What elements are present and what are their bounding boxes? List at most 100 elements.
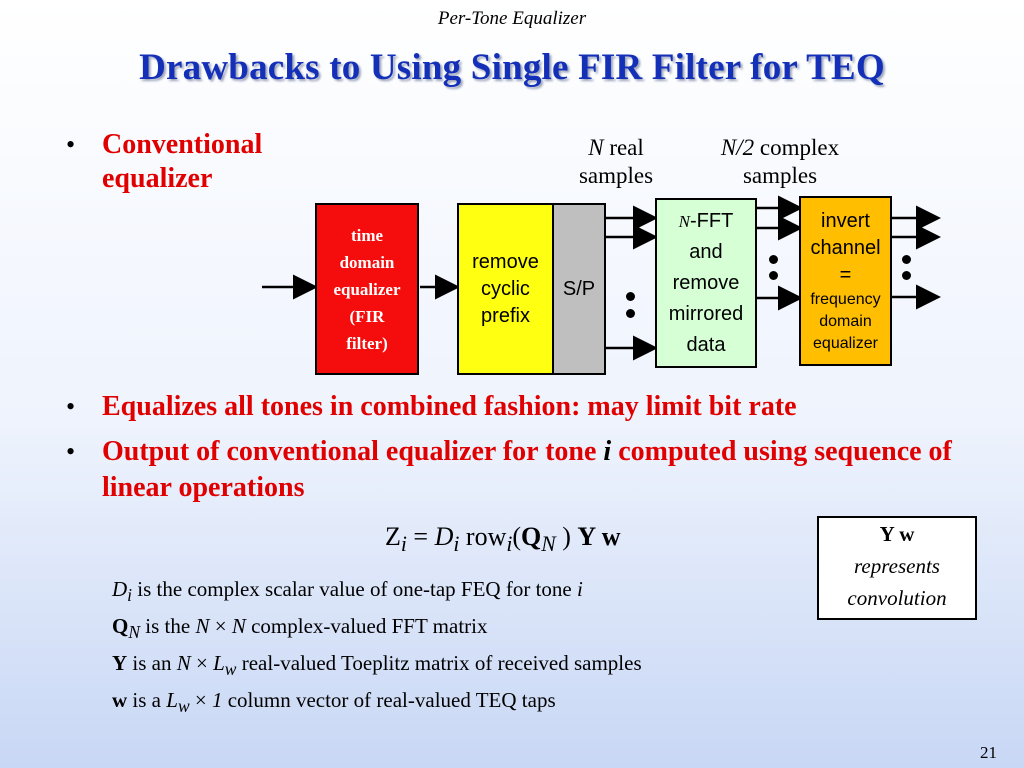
def-symbol: w bbox=[112, 688, 128, 712]
def-var: L bbox=[166, 688, 178, 712]
box-text: mirrored bbox=[668, 302, 744, 325]
eq-symbol: D bbox=[434, 522, 454, 551]
bullet-conventional-equalizer: • Conventional equalizer bbox=[66, 128, 262, 194]
ellipsis-dot bbox=[626, 309, 635, 318]
def-var: N bbox=[195, 614, 210, 638]
box-text: prefix bbox=[481, 304, 530, 327]
label-var: N bbox=[588, 135, 604, 160]
definition-y: Y is an N × Lw real-valued Toeplitz matr… bbox=[112, 651, 642, 680]
box-text: data bbox=[686, 333, 726, 356]
box-text: filter) bbox=[346, 333, 388, 353]
eq-op: ) bbox=[555, 522, 578, 551]
label-text: samples bbox=[578, 163, 654, 188]
box-text: channel bbox=[810, 236, 881, 259]
box-text: = bbox=[839, 263, 852, 286]
def-sub: N bbox=[128, 622, 141, 643]
ellipsis-dot bbox=[902, 271, 911, 280]
label-text: complex bbox=[754, 135, 840, 160]
box-text: -FFT bbox=[690, 209, 734, 232]
box-text: domain bbox=[339, 252, 395, 272]
label-text: samples bbox=[742, 163, 818, 188]
def-text: is the bbox=[140, 614, 196, 638]
def-op: × bbox=[190, 651, 214, 675]
convolution-note-box: Y w represents convolution bbox=[817, 516, 977, 620]
eq-symbol: Y w bbox=[577, 522, 621, 551]
box-text: remove bbox=[672, 271, 740, 294]
box-text: invert bbox=[821, 209, 870, 232]
label-var: N/2 bbox=[720, 135, 755, 160]
def-var: L bbox=[213, 651, 225, 675]
eq-sub: i bbox=[506, 532, 513, 557]
label-text: real bbox=[603, 135, 644, 160]
def-text: column vector of real-valued TEQ taps bbox=[222, 688, 556, 712]
bullet-text: Output of conventional equalizer for ton… bbox=[102, 434, 982, 506]
ellipsis-dot bbox=[769, 255, 778, 264]
slide-title: Drawbacks to Using Single FIR Filter for… bbox=[139, 47, 885, 88]
ellipsis-dot bbox=[769, 271, 778, 280]
bullet-output-conventional: • Output of conventional equalizer for t… bbox=[66, 434, 986, 503]
bullet-text-part: Output of conventional equalizer for ton… bbox=[102, 436, 604, 467]
def-sub: w bbox=[177, 696, 190, 717]
box-var: N bbox=[678, 211, 690, 231]
def-sub: i bbox=[127, 585, 133, 606]
def-text: is a bbox=[127, 688, 167, 712]
label-real-samples: N real samples bbox=[560, 134, 672, 190]
eq-text: row bbox=[459, 522, 507, 551]
definition-w: w is a Lw × 1 column vector of real-valu… bbox=[112, 688, 556, 717]
bullet-line: Conventional bbox=[102, 129, 263, 160]
def-var: 1 bbox=[211, 688, 223, 712]
eq-symbol: Z bbox=[385, 522, 401, 551]
bullet-var: i bbox=[603, 436, 612, 467]
frequency-domain-equalizer-box: invert channel = frequency domain equali… bbox=[799, 196, 892, 366]
box-text: equalizer bbox=[333, 279, 401, 299]
box-text: remove bbox=[472, 250, 539, 273]
definition-d: Di is the complex scalar value of one-ta… bbox=[112, 577, 583, 606]
box-text: S/P bbox=[562, 277, 596, 300]
def-symbol: Q bbox=[112, 614, 129, 638]
serial-to-parallel-box: S/P bbox=[552, 203, 606, 375]
def-var: i bbox=[576, 577, 583, 601]
box-text: and bbox=[689, 240, 723, 263]
slide-header: Per-Tone Equalizer bbox=[437, 8, 587, 29]
def-sub: w bbox=[224, 659, 237, 680]
box-text: equalizer bbox=[813, 334, 878, 352]
eq-op: = bbox=[406, 522, 435, 551]
equation: Zi = Di rowi(QN ) Y w bbox=[385, 522, 621, 557]
box-text: cyclic bbox=[481, 277, 530, 300]
note-text: convolution bbox=[847, 586, 947, 610]
def-text: real-valued Toeplitz matrix of received … bbox=[236, 651, 642, 675]
bullet-text: Equalizes all tones in combined fashion:… bbox=[102, 391, 797, 422]
ellipsis-dot bbox=[902, 255, 911, 264]
time-domain-equalizer-box: time domain equalizer (FIR filter) bbox=[315, 203, 419, 375]
bullet-marker: • bbox=[66, 392, 76, 421]
note-text: represents bbox=[854, 554, 940, 578]
box-text: time bbox=[350, 225, 384, 245]
bullet-line: equalizer bbox=[102, 163, 213, 194]
def-symbol: Y bbox=[112, 651, 128, 675]
box-text: domain bbox=[819, 312, 872, 330]
remove-cyclic-prefix-box: remove cyclic prefix bbox=[457, 203, 554, 375]
bullet-marker: • bbox=[66, 130, 76, 159]
eq-sub: i bbox=[400, 532, 407, 557]
page-number: 21 bbox=[980, 743, 997, 762]
def-op: × bbox=[189, 688, 212, 712]
bullet-equalizes-all-tones: • Equalizes all tones in combined fashio… bbox=[66, 390, 986, 424]
def-var: N bbox=[231, 614, 246, 638]
def-text: is the complex scalar value of one-tap F… bbox=[132, 577, 577, 601]
box-text: (FIR bbox=[349, 306, 385, 326]
def-text: complex-valued FFT matrix bbox=[245, 614, 488, 638]
def-text: is an bbox=[127, 651, 177, 675]
note-text: Y w bbox=[879, 522, 915, 546]
bullet-marker: • bbox=[66, 437, 76, 466]
eq-symbol: Q bbox=[521, 522, 542, 551]
eq-op: ( bbox=[512, 522, 522, 551]
def-var: N bbox=[176, 651, 191, 675]
definition-q: QN is the N × N complex-valued FFT matri… bbox=[112, 614, 487, 643]
bullet-text: Conventional equalizer bbox=[102, 128, 322, 196]
fft-box: N-FFT and remove mirrored data bbox=[655, 198, 757, 368]
eq-sub: N bbox=[541, 532, 556, 557]
def-op: × bbox=[209, 614, 232, 638]
box-text: frequency bbox=[810, 290, 881, 308]
eq-sub: i bbox=[453, 532, 460, 557]
